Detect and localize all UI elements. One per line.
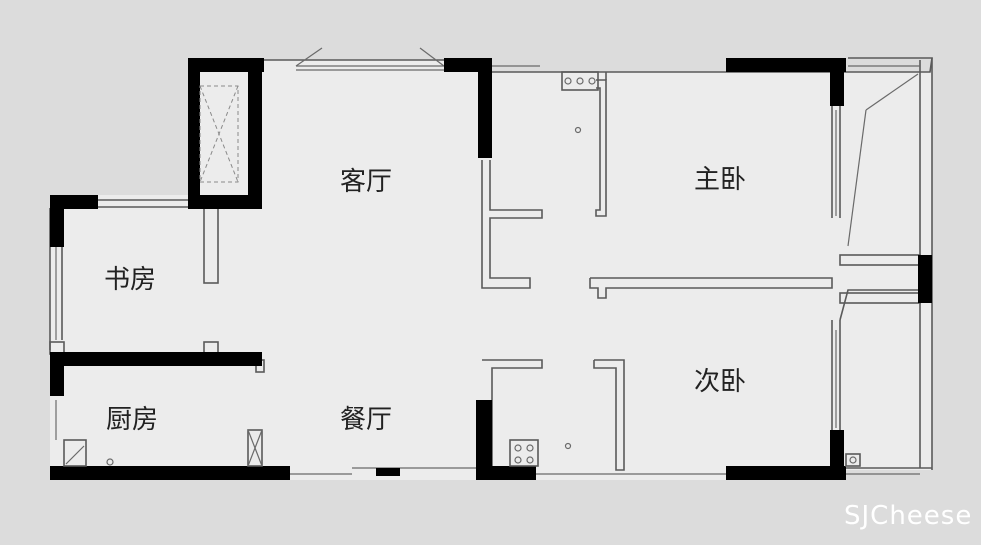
- kitchen-sink-icon: [63, 439, 114, 467]
- floor-area: [50, 60, 932, 480]
- thick-walls: [50, 58, 932, 480]
- room-label-kitchen: 厨房: [106, 405, 158, 435]
- room-label-dining: 餐厅: [340, 405, 392, 435]
- stove-icon-top: [561, 71, 599, 134]
- watermark: SJCheese: [844, 501, 972, 531]
- shaft-icon: [199, 85, 239, 183]
- stove-icon-bottom: [509, 439, 572, 467]
- room-label-living: 客厅: [340, 167, 392, 197]
- room-label-master-bedroom: 主卧: [694, 165, 746, 195]
- room-label-second-bedroom: 次卧: [694, 367, 746, 397]
- balcony-fixture-icon: [845, 453, 861, 467]
- cabinet-icon: [247, 429, 263, 467]
- room-label-study: 书房: [104, 265, 156, 295]
